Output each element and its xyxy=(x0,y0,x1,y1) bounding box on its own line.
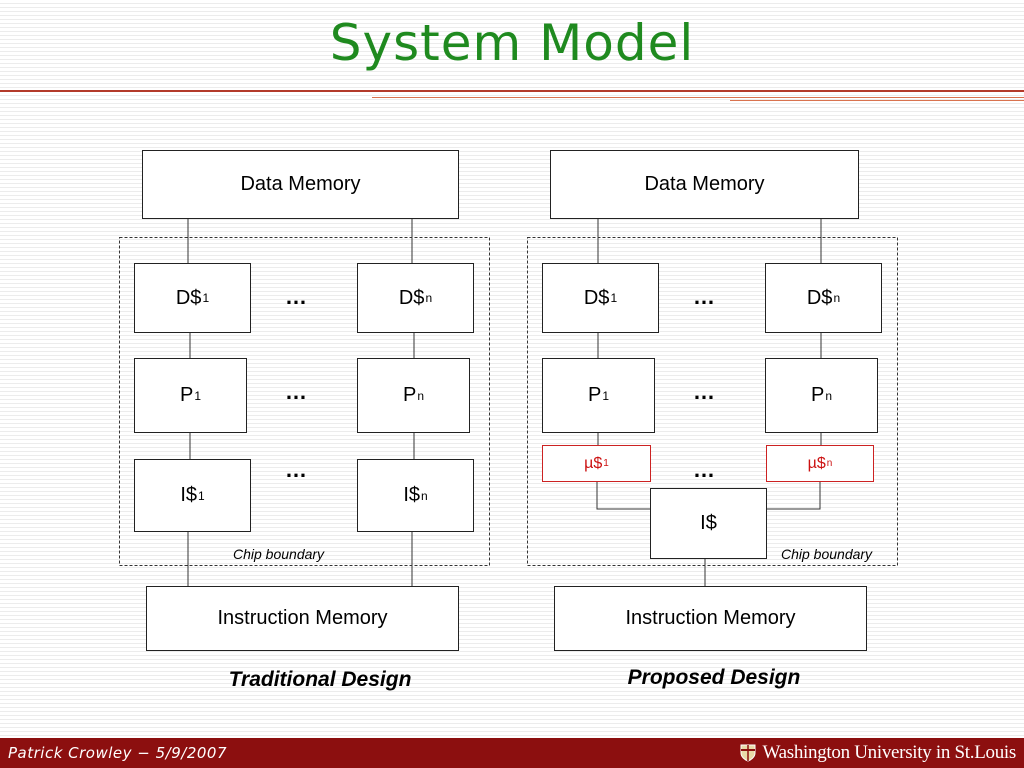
traditional-icache-n: I$n xyxy=(357,459,474,532)
shared-icache-label: I$ xyxy=(700,512,717,534)
traditional-data-memory: Data Memory xyxy=(142,150,459,219)
subscript: 1 xyxy=(602,388,610,403)
subscript: n xyxy=(826,458,833,469)
subscript: n xyxy=(425,291,433,305)
proposed-data-memory: Data Memory xyxy=(550,150,859,219)
subscript: 1 xyxy=(194,388,202,403)
chip-boundary-traditional xyxy=(119,237,490,566)
proposed-dcache-1: D$1 xyxy=(542,263,659,333)
proposed-dcache-ellipsis: … xyxy=(693,284,715,309)
dcache-label: D$ xyxy=(398,286,425,309)
proposed-chip-boundary-label: Chip boundary xyxy=(781,546,873,562)
title-rule-accent-short xyxy=(730,100,1024,101)
traditional-processor-ellipsis: … xyxy=(285,379,307,404)
icache-label: I$ xyxy=(403,484,420,506)
icache-label: I$ xyxy=(180,484,197,506)
proposed-shared-icache: I$ xyxy=(650,488,767,559)
traditional-design-caption: Traditional Design xyxy=(228,668,412,691)
proposed-instruction-memory: Instruction Memory xyxy=(554,586,867,651)
microcache-label: µ$ xyxy=(807,454,826,472)
proposed-processor-ellipsis: … xyxy=(693,379,715,404)
traditional-dcache-n: D$n xyxy=(357,263,474,333)
processor-label: P xyxy=(179,384,194,406)
traditional-icache-ellipsis: … xyxy=(285,457,307,482)
traditional-data-memory-label: Data Memory xyxy=(240,173,361,195)
traditional-dcache-1: D$1 xyxy=(134,263,251,333)
subscript: n xyxy=(417,388,425,403)
subscript: 1 xyxy=(610,291,618,305)
slide-title: System Model xyxy=(329,14,695,72)
proposed-data-memory-label: Data Memory xyxy=(644,173,765,195)
footer-bar: Patrick Crowley − 5/9/2007 Washington Un… xyxy=(0,738,1024,768)
dcache-label: D$ xyxy=(583,286,610,309)
traditional-dcache-ellipsis: … xyxy=(285,284,307,309)
diagram-connectors xyxy=(119,218,898,587)
title-rule xyxy=(0,90,1024,92)
university-name: Washington University in St.Louis xyxy=(762,742,1016,763)
subscript: 1 xyxy=(603,458,609,469)
subscript: 1 xyxy=(198,488,205,503)
microcache-label: µ$ xyxy=(584,454,603,472)
subscript: n xyxy=(421,488,428,503)
traditional-icache-1: I$1 xyxy=(134,459,251,532)
traditional-chip-boundary-label: Chip boundary xyxy=(233,546,325,562)
processor-label: P xyxy=(402,384,417,406)
title-rule-accent xyxy=(372,97,1024,98)
proposed-microcache-ellipsis: … xyxy=(693,457,715,482)
footer-author-date: Patrick Crowley − 5/9/2007 xyxy=(8,744,227,762)
traditional-instruction-memory: Instruction Memory xyxy=(146,586,459,651)
proposed-dcache-n: D$n xyxy=(765,263,882,333)
proposed-design-caption: Proposed Design xyxy=(627,666,801,689)
proposed-microcache-1: µ$1 xyxy=(542,445,651,482)
processor-label: P xyxy=(810,384,825,406)
processor-label: P xyxy=(587,384,602,406)
subscript: 1 xyxy=(202,291,210,305)
footer-university: Washington University in St.Louis xyxy=(740,742,1016,764)
chip-boundary-proposed xyxy=(527,237,898,566)
subscript: n xyxy=(833,291,841,305)
proposed-instruction-memory-label: Instruction Memory xyxy=(625,607,796,629)
subscript: n xyxy=(825,388,833,403)
proposed-microcache-n: µ$n xyxy=(766,445,874,482)
traditional-instruction-memory-label: Instruction Memory xyxy=(217,607,388,629)
dcache-label: D$ xyxy=(806,286,833,309)
university-shield-icon xyxy=(740,744,756,762)
dcache-label: D$ xyxy=(175,286,202,309)
